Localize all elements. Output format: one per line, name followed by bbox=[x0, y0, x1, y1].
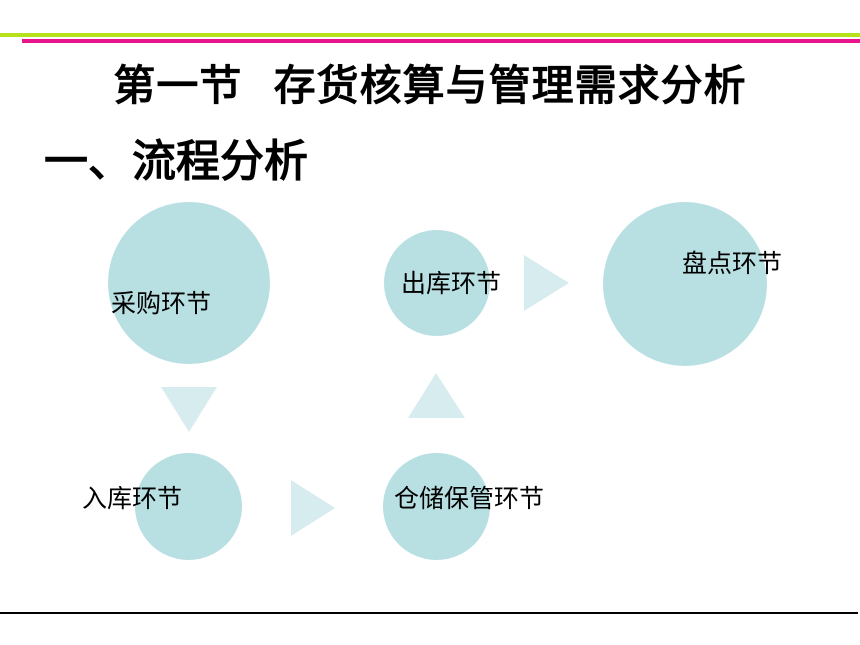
node-circle-inventory-count bbox=[603, 202, 767, 366]
page-title: 第一节 存货核算与管理需求分析 bbox=[113, 61, 747, 110]
node-circle-outbound bbox=[384, 230, 490, 336]
footer-divider bbox=[0, 612, 858, 614]
node-label-outbound: 出库环节 bbox=[401, 269, 502, 298]
node-label-inventory-count: 盘点环节 bbox=[682, 249, 783, 278]
arrow-up-icon bbox=[408, 373, 465, 418]
top-accent-bar-green bbox=[0, 33, 860, 37]
node-label-storage: 仓储保管环节 bbox=[394, 484, 545, 513]
node-label-purchase: 采购环节 bbox=[111, 289, 212, 318]
section-heading: 一、流程分析 bbox=[44, 136, 308, 187]
node-circle-purchase bbox=[108, 202, 270, 364]
top-accent-bar-magenta bbox=[22, 39, 860, 43]
arrow-right-icon bbox=[524, 255, 569, 311]
node-circle-storage bbox=[383, 453, 490, 560]
arrow-right-icon bbox=[291, 480, 335, 536]
arrow-down-icon bbox=[161, 387, 217, 432]
node-circle-inbound bbox=[135, 453, 242, 560]
node-label-inbound: 入库环节 bbox=[82, 484, 183, 513]
